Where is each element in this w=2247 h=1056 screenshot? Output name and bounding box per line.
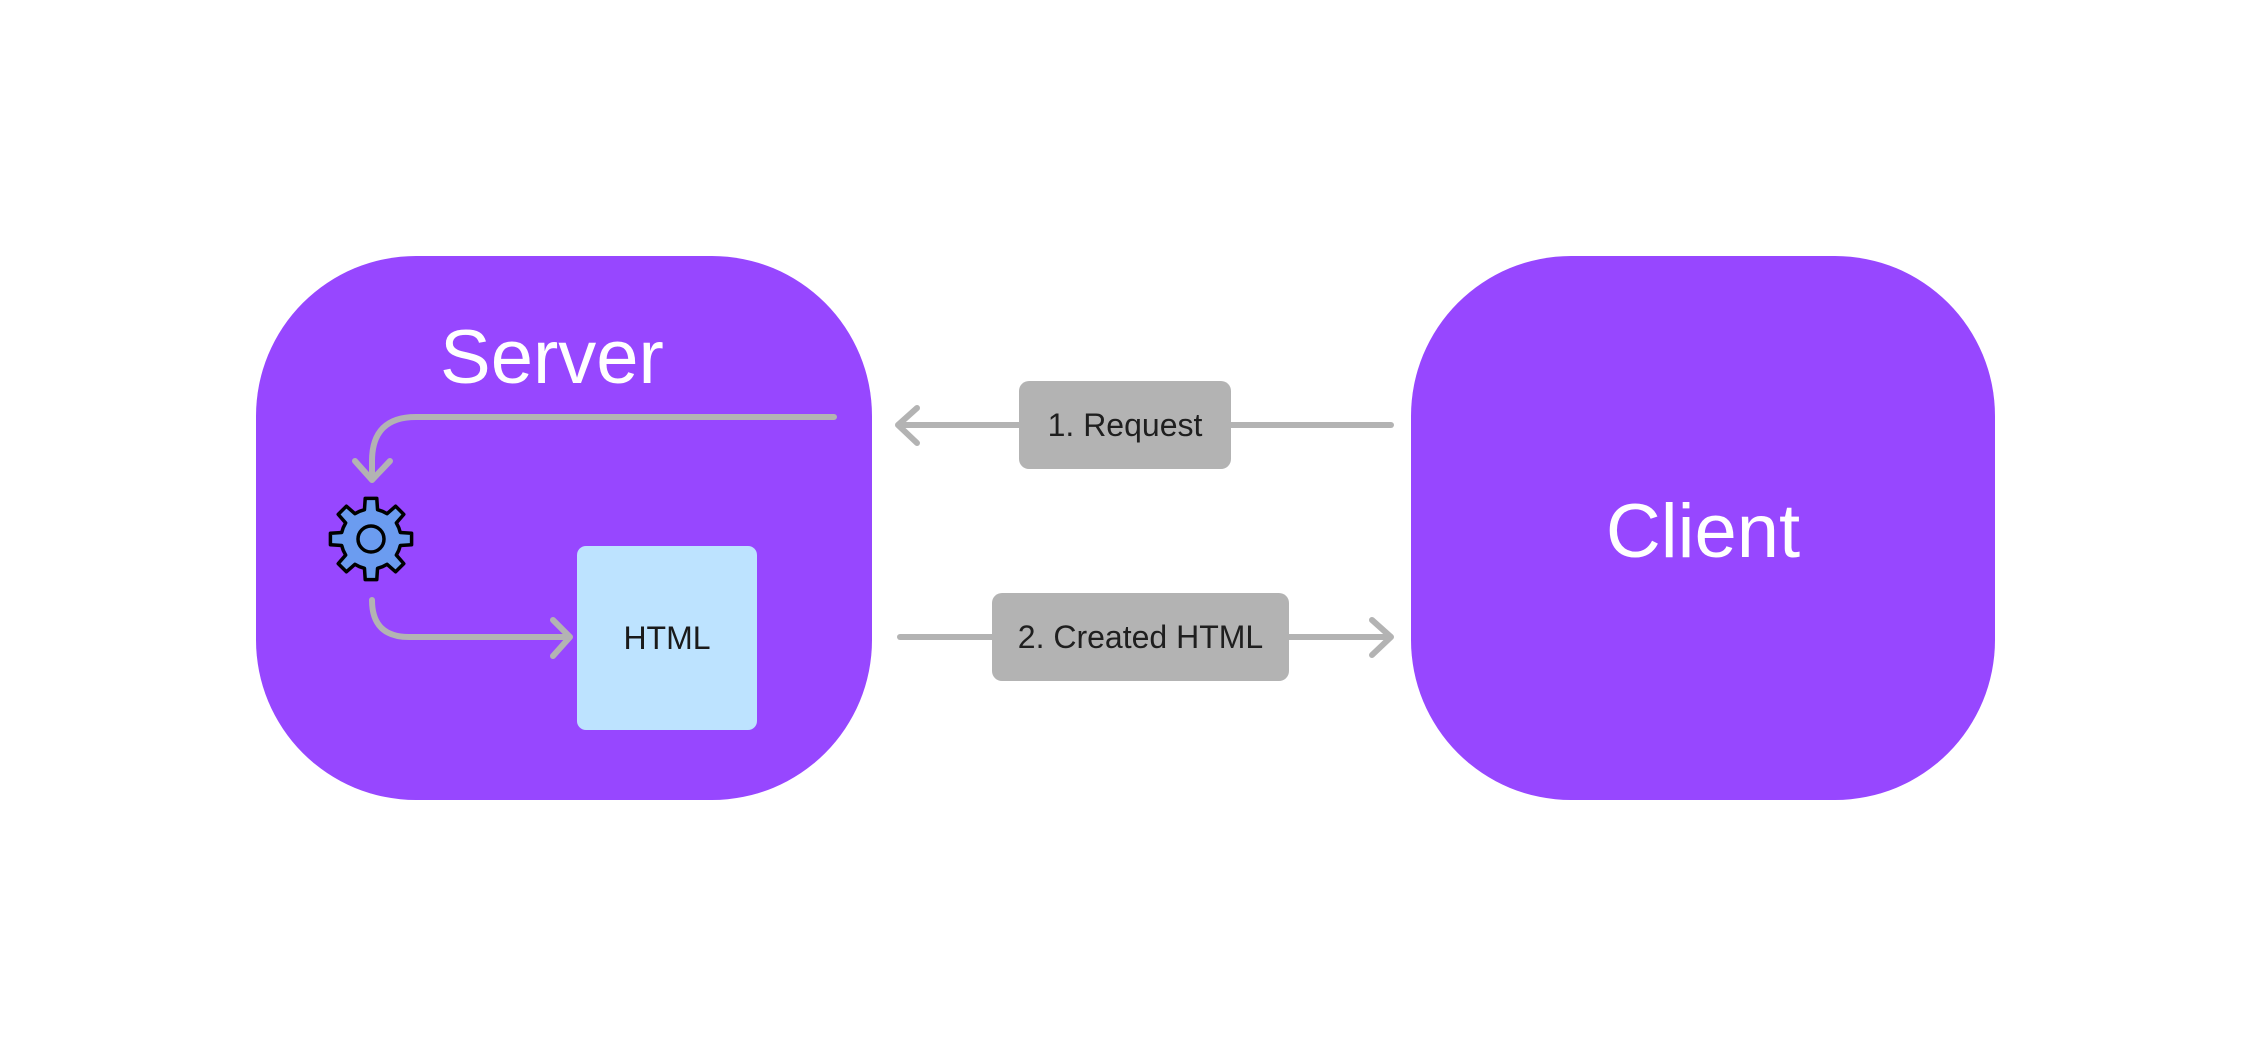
request-arrowhead-icon (895, 405, 920, 446)
request-label: 1. Request (1019, 381, 1231, 469)
internal-request-arrow (369, 414, 837, 482)
server-title: Server (440, 315, 664, 400)
html-document-label: HTML (623, 619, 711, 656)
internal-generate-arrowhead-icon (550, 617, 573, 659)
internal-request-arrowhead-icon (352, 458, 393, 483)
html-document: HTML (577, 546, 757, 730)
internal-generate-arrow (369, 597, 572, 640)
response-arrowhead-icon (1369, 617, 1394, 658)
response-label: 2. Created HTML (992, 593, 1289, 681)
response-label-text: 2. Created HTML (1017, 618, 1264, 655)
gear-icon (328, 496, 414, 582)
client-box (1411, 256, 1995, 800)
request-label-text: 1. Request (1047, 406, 1203, 443)
client-title: Client (1605, 489, 1801, 574)
